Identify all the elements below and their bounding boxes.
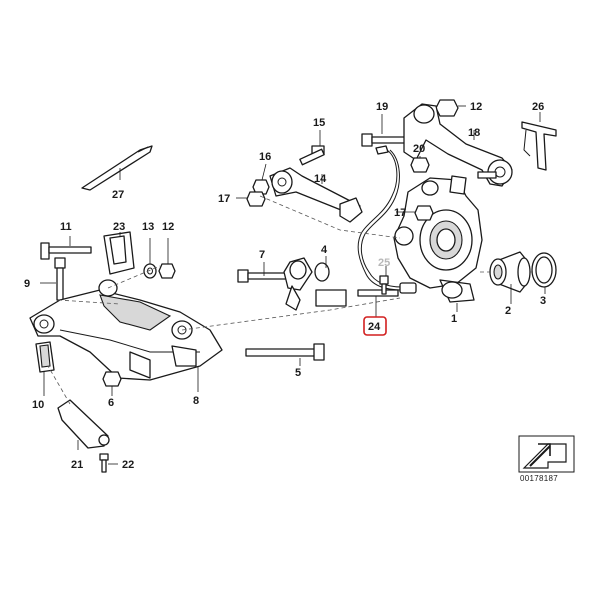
callout-24-highlight[interactable]: 24 <box>363 316 387 336</box>
callout-12-left[interactable]: 12 <box>162 221 174 233</box>
plate-21[interactable] <box>57 399 110 449</box>
callout-2[interactable]: 2 <box>505 305 511 317</box>
wheel-bearing-2[interactable] <box>489 251 531 293</box>
callout-7[interactable]: 7 <box>259 249 265 261</box>
reference-box: 00178187 <box>518 435 575 483</box>
bracket-23[interactable] <box>103 231 135 275</box>
callout-1[interactable]: 1 <box>451 313 457 325</box>
bolt-9[interactable] <box>54 257 66 301</box>
nut-17-left[interactable] <box>246 191 266 207</box>
callout-16[interactable]: 16 <box>259 151 271 163</box>
circlip-3[interactable] <box>531 252 557 288</box>
callout-labels: 1 2 3 4 5 6 7 8 9 10 11 12 12 13 14 15 1… <box>24 101 546 471</box>
callout-19[interactable]: 19 <box>376 101 388 113</box>
bolt-7[interactable] <box>237 269 289 283</box>
washer-13[interactable] <box>143 263 157 279</box>
callout-8[interactable]: 8 <box>193 395 199 407</box>
callout-24[interactable]: 24 <box>368 321 381 333</box>
callout-4[interactable]: 4 <box>321 244 328 256</box>
callout-27[interactable]: 27 <box>112 189 124 201</box>
callout-13[interactable]: 13 <box>142 221 154 233</box>
nut-20[interactable] <box>410 157 430 173</box>
document-number: 00178187 <box>520 474 558 483</box>
abs-sensor-24[interactable] <box>357 145 417 297</box>
leader-lines <box>40 105 546 465</box>
arm-14[interactable] <box>269 167 363 223</box>
callout-26[interactable]: 26 <box>532 101 544 113</box>
callout-9[interactable]: 9 <box>24 278 30 290</box>
wishbone-18[interactable] <box>403 103 513 187</box>
nut-16[interactable] <box>252 179 270 195</box>
bolt-11[interactable] <box>40 242 92 260</box>
callout-5[interactable]: 5 <box>295 367 301 379</box>
clip-26[interactable] <box>521 121 557 171</box>
bushing-10[interactable] <box>35 341 55 373</box>
nut-6[interactable] <box>102 371 122 387</box>
callout-3[interactable]: 3 <box>540 295 546 307</box>
screw-22[interactable] <box>99 453 109 473</box>
subframe-8[interactable] <box>29 279 223 381</box>
bolt-15[interactable] <box>299 145 325 166</box>
nut-12-left[interactable] <box>158 263 176 279</box>
sensor-bolt-25[interactable] <box>379 275 389 295</box>
bolt-5[interactable] <box>245 343 325 361</box>
callout-17-right[interactable]: 17 <box>394 207 406 219</box>
bolt-19[interactable] <box>361 133 407 147</box>
callout-10[interactable]: 10 <box>32 399 44 411</box>
callout-12-right[interactable]: 12 <box>470 101 482 113</box>
nut-12-right[interactable] <box>435 99 459 117</box>
callout-11[interactable]: 11 <box>60 221 72 233</box>
callout-18[interactable]: 18 <box>468 127 480 139</box>
callout-22[interactable]: 22 <box>122 459 134 471</box>
callout-6[interactable]: 6 <box>108 397 114 409</box>
link-4[interactable] <box>283 257 347 311</box>
callout-14[interactable]: 14 <box>314 173 327 185</box>
callout-21[interactable]: 21 <box>71 459 83 471</box>
wheel-carrier-1[interactable] <box>393 175 483 303</box>
nut-17-right[interactable] <box>414 205 434 221</box>
assembly-lines <box>47 195 532 405</box>
callout-17-left[interactable]: 17 <box>218 193 230 205</box>
callout-15[interactable]: 15 <box>313 117 325 129</box>
callout-23[interactable]: 23 <box>113 221 125 233</box>
callout-20[interactable]: 20 <box>413 143 425 155</box>
callout-25[interactable]: 25 <box>378 257 390 269</box>
cable-tie[interactable] <box>81 145 153 191</box>
